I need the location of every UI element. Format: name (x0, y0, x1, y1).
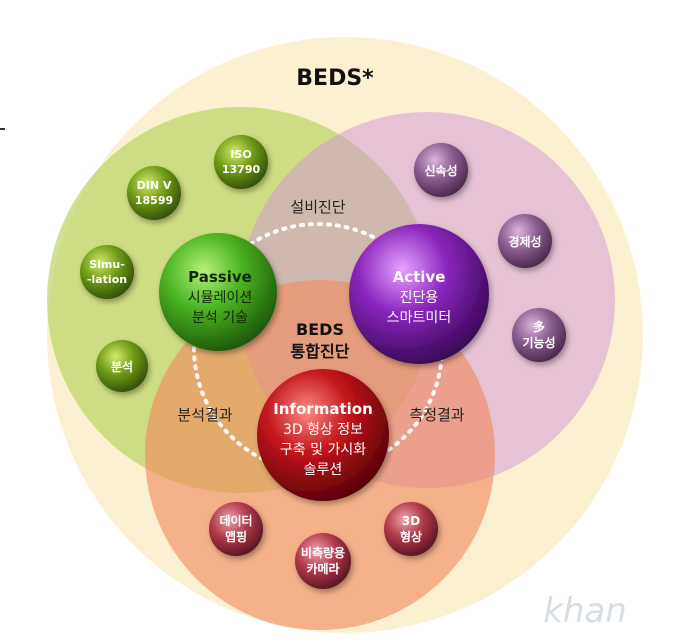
red-item-camera-line2: 카메라 (306, 561, 339, 576)
active-sphere-line2: 스마트미터 (387, 310, 451, 326)
red-item-data-mapping (209, 502, 263, 556)
purple-item-speed-line1: 신속성 (424, 163, 457, 178)
green-item-iso-line2: 13790 (222, 163, 261, 176)
passive-sphere-line2: 분석 기술 (192, 310, 248, 326)
red-item-3d-shape-line1: 3D (402, 514, 420, 528)
overlap-label-right: 측정결과 (409, 406, 464, 424)
active-sphere (349, 224, 489, 364)
green-item-analysis-line1: 분석 (111, 360, 133, 374)
center-label-line1: BEDS (296, 320, 344, 339)
red-item-3d-shape-line2: 형상 (400, 529, 422, 544)
green-item-din (127, 166, 181, 220)
green-item-iso-line1: ISO (230, 148, 251, 161)
green-item-simulation-line2: -lation (87, 273, 127, 286)
information-sphere-line3: 솔루션 (304, 462, 343, 478)
edge-dash-mark (0, 128, 5, 130)
purple-item-multifunction-line2: 기능성 (522, 335, 555, 350)
purple-item-speed (414, 143, 468, 197)
passive-sphere-title: Passive (188, 268, 252, 286)
information-sphere-line2: 구축 및 가시화 (280, 442, 366, 458)
red-item-3d-shape (384, 502, 438, 556)
watermark-logo: khan (543, 591, 627, 631)
purple-item-economy (498, 214, 552, 268)
information-sphere-title: Information (273, 400, 373, 418)
passive-sphere (159, 233, 277, 351)
red-item-data-mapping-line2: 맵핑 (225, 529, 247, 544)
green-item-analysis (96, 340, 148, 392)
red-item-camera-line1: 비측량용 (301, 545, 345, 560)
passive-sphere-line1: 시뮬레이션 (188, 290, 252, 306)
green-item-din-line2: 18599 (135, 194, 173, 207)
overlap-label-left: 분석결과 (177, 406, 232, 424)
active-sphere-title: Active (393, 268, 446, 286)
green-item-din-line1: DIN V (137, 179, 172, 192)
information-sphere (257, 369, 389, 501)
green-item-simulation-line1: Simu- (89, 258, 125, 271)
center-label-line2: 통합진단 (291, 342, 350, 361)
green-item-iso (214, 135, 268, 189)
red-item-data-mapping-line1: 데이터 (219, 513, 252, 528)
overlap-label-top: 설비진단 (290, 198, 345, 216)
red-item-camera (295, 533, 351, 589)
information-sphere-line1: 3D 형상 정보 (283, 422, 363, 438)
purple-item-multifunction (512, 308, 566, 362)
purple-item-economy-line1: 경제성 (508, 235, 541, 249)
active-sphere-line1: 진단용 (400, 290, 439, 306)
diagram-title: BEDS* (296, 66, 374, 91)
green-item-simulation (80, 245, 134, 299)
purple-item-multifunction-line1: 多 (533, 319, 545, 334)
